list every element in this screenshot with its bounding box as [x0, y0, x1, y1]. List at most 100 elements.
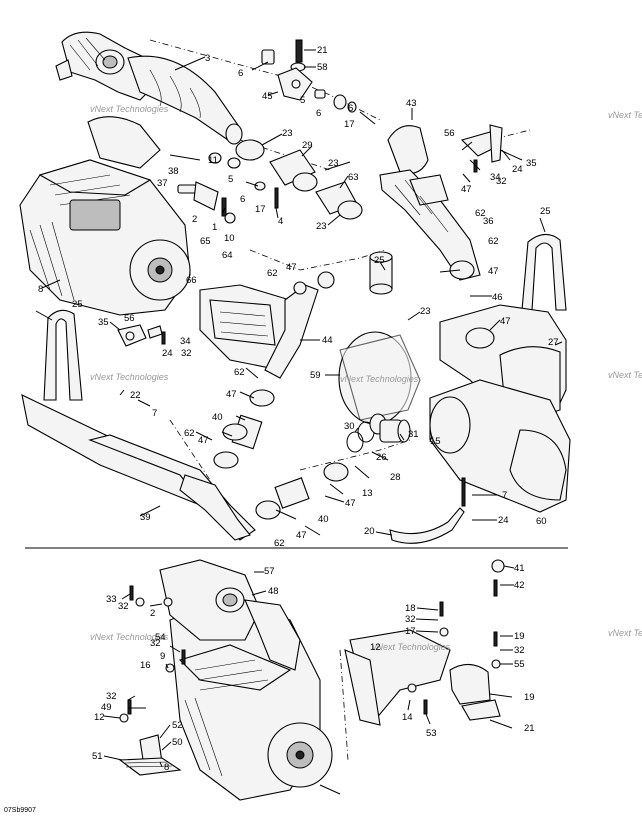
figure-reference-code: 07Sb9907 — [4, 807, 36, 814]
callout-label: 32 — [118, 601, 129, 612]
callout-label: 17 — [405, 626, 416, 637]
callout-label: 59 — [310, 370, 321, 381]
callout-label: 23 — [328, 158, 339, 169]
watermark-text: vNext Technologies — [90, 104, 169, 114]
callout-label: 63 — [348, 172, 359, 183]
manifold-lower — [159, 559, 301, 671]
callout-label: 5 — [300, 95, 305, 106]
callout-label: 29 — [302, 140, 313, 151]
callout-label: 6 — [348, 103, 353, 114]
callout-label: 62 — [274, 538, 285, 549]
callout-label: 23 — [316, 221, 327, 232]
callout-label: 47 — [296, 530, 307, 541]
callout-label: 27 — [548, 337, 559, 348]
watermark-text: vNext Technologies — [608, 628, 642, 638]
callout-label: 22 — [130, 390, 141, 401]
seal-rings — [346, 413, 411, 453]
callout-label: 8 — [164, 762, 169, 773]
callout-label: 38 — [168, 166, 179, 177]
callout-label: 7 — [152, 408, 157, 419]
sleeve-25 — [369, 251, 393, 295]
callout-label: 7 — [502, 490, 507, 501]
callout-label: 15 — [430, 436, 441, 447]
callout-label: 51 — [92, 751, 103, 762]
callout-label: 55 — [514, 659, 525, 670]
heat-shield-59 — [338, 331, 421, 425]
callout-label: 41 — [514, 563, 525, 574]
callout-label: 40 — [318, 514, 329, 525]
callout-label: 64 — [222, 250, 233, 261]
callout-label: 47 — [488, 266, 499, 277]
callout-label: 24 — [498, 515, 509, 526]
callout-label: 58 — [317, 62, 328, 73]
callout-label: 30 — [344, 421, 355, 432]
callout-label: 14 — [402, 712, 413, 723]
clamps-upper — [235, 139, 363, 220]
callout-label: 33 — [106, 594, 117, 605]
callout-label: 35 — [98, 317, 109, 328]
watermark-text: vNext Technologies — [372, 642, 451, 652]
callout-label: 36 — [483, 216, 494, 227]
callout-label: 62 — [267, 268, 278, 279]
callout-label: 32 — [106, 691, 117, 702]
watermark-text: vNext Technologies — [340, 374, 419, 384]
leader-lines — [35, 49, 563, 795]
callout-label: 43 — [406, 98, 417, 109]
callout-label: 66 — [186, 275, 197, 286]
engine-mount-lower-right — [344, 559, 505, 726]
callout-label: 26 — [376, 452, 387, 463]
callout-label: 53 — [426, 728, 437, 739]
callout-label: 12 — [370, 642, 381, 653]
callout-label: 2 — [150, 608, 155, 619]
callout-label: 24 — [162, 348, 173, 359]
callout-label: 16 — [140, 660, 151, 671]
callout-label: 47 — [345, 498, 356, 509]
callout-label: 23 — [420, 306, 431, 317]
callout-label: 32 — [496, 176, 507, 187]
exhaust-pan — [21, 309, 256, 541]
callout-label: 11 — [208, 155, 218, 166]
callout-label: 21 — [524, 723, 535, 734]
callout-label: 37 — [157, 178, 168, 189]
muffler-lower — [429, 379, 571, 513]
callout-label: 62 — [475, 208, 486, 219]
callout-label: 46 — [492, 292, 503, 303]
hardware-cluster-top — [261, 39, 376, 125]
y-pipe — [379, 125, 481, 281]
callout-label: 47 — [198, 435, 209, 446]
callout-label: 35 — [526, 158, 537, 169]
callout-label: 62 — [234, 367, 245, 378]
callout-label: 25 — [72, 299, 83, 310]
callout-label: 47 — [461, 184, 472, 195]
callout-label: 31 — [408, 429, 419, 440]
callout-label: 40 — [212, 412, 223, 423]
callout-label: 6 — [238, 68, 243, 79]
callout-label: 6 — [240, 194, 245, 205]
watermark-text: vNext Technologies — [90, 632, 169, 642]
callout-label: 24 — [512, 164, 523, 175]
callout-label: 32 — [514, 645, 525, 656]
callout-label: 34 — [180, 336, 191, 347]
callout-label: 42 — [514, 580, 525, 591]
callout-label: 12 — [94, 712, 105, 723]
callout-label: 47 — [226, 389, 237, 400]
callout-label: 57 — [264, 566, 275, 577]
callout-label: 21 — [317, 45, 328, 56]
callout-label: 6 — [316, 108, 321, 119]
bracket-left — [117, 324, 166, 347]
callout-label: 48 — [268, 586, 279, 597]
callout-label: 2 — [192, 214, 197, 225]
callout-label: 1 — [212, 222, 217, 233]
callout-label: 28 — [390, 472, 401, 483]
callout-label: 56 — [124, 313, 135, 324]
callout-label: 62 — [488, 236, 499, 247]
watermark-text: vNext Technologies — [90, 372, 169, 382]
callout-label: 60 — [536, 516, 547, 527]
callout-label: 50 — [172, 737, 183, 748]
callout-label: 32 — [150, 638, 161, 649]
callout-label: 32 — [405, 614, 416, 625]
callout-label: 19 — [524, 692, 535, 703]
callout-label: 18 — [405, 603, 416, 614]
